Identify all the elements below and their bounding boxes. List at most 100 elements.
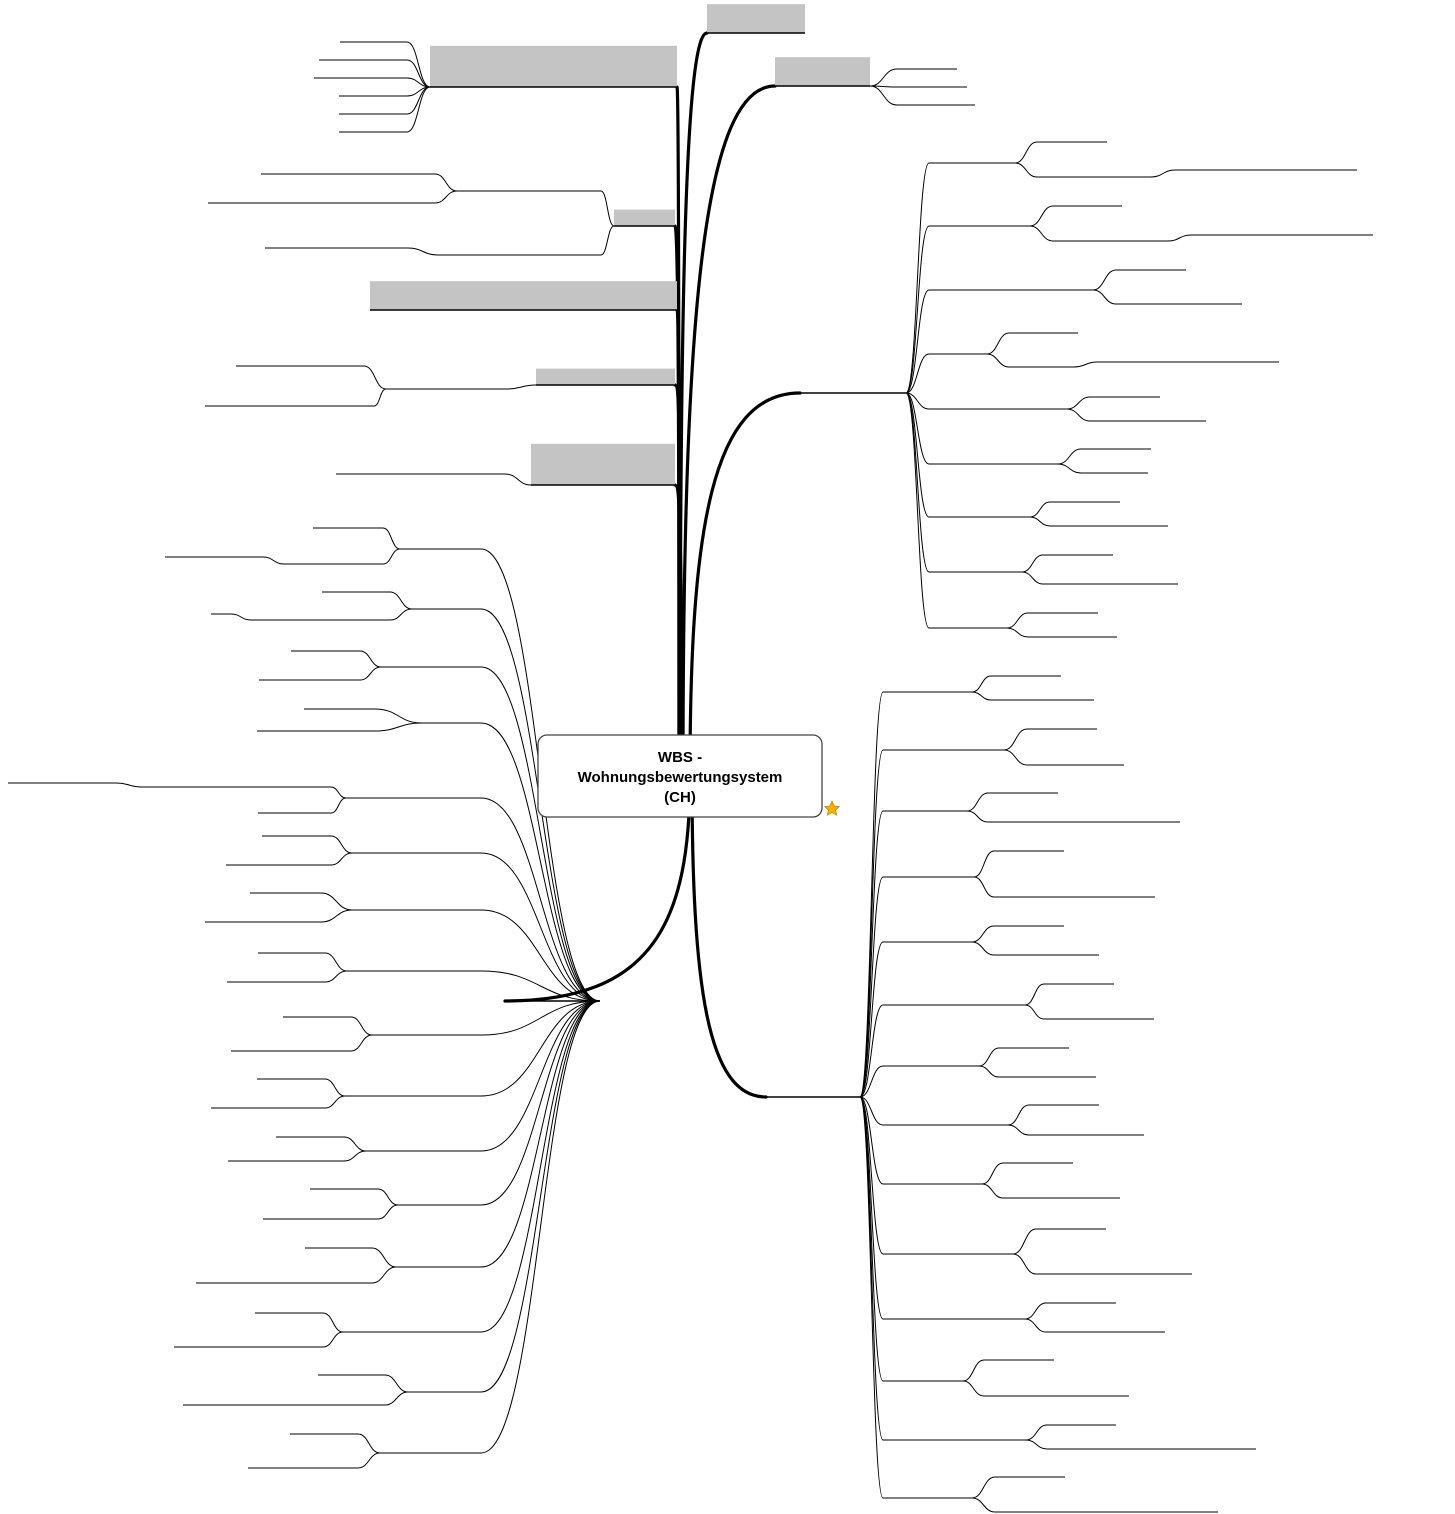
branch-line: [971, 925, 995, 943]
branch-line: [1167, 234, 1192, 242]
branch-line: [859, 876, 884, 1098]
branch-line: [859, 749, 884, 1098]
main-topic-wie-ist-die-gewichtung[interactable]: [531, 443, 675, 486]
branch-line: [1024, 1302, 1047, 1320]
branch-line: [859, 810, 884, 1098]
topic-box: [614, 209, 675, 226]
connector-lines: [115, 31, 1192, 1513]
branch-line: [434, 190, 458, 204]
branch-line: [986, 332, 1010, 355]
branch-line: [1021, 554, 1044, 573]
branch-line: [905, 392, 930, 629]
branch-line: [1024, 983, 1045, 1006]
branch-line: [905, 392, 930, 410]
branch-line: [324, 1078, 346, 1097]
branch-line: [859, 1096, 884, 1320]
branch-line: [1014, 141, 1038, 164]
main-branch-line: [690, 774, 768, 1099]
branch-line: [330, 835, 353, 854]
branch-line: [971, 1497, 996, 1513]
mind-map-nodes: [8, 4, 1373, 1513]
branch-line: [384, 1391, 409, 1406]
branch-line: [324, 1095, 346, 1109]
branch-line: [1092, 289, 1117, 305]
branch-line: [1006, 627, 1029, 638]
branch-line: [600, 190, 615, 227]
branch-line: [1029, 225, 1054, 242]
main-topic-probleme[interactable]: [614, 209, 675, 227]
branch-line: [869, 85, 898, 106]
branch-line: [966, 810, 989, 823]
branch-line: [971, 1476, 996, 1499]
branch-line: [406, 86, 431, 133]
branch-line: [377, 1204, 399, 1220]
branch-line: [981, 1162, 1004, 1185]
branch-line: [389, 591, 413, 610]
branch-line: [384, 1374, 409, 1393]
branch-line: [1024, 1318, 1047, 1333]
branch-line: [905, 353, 930, 394]
branch-line: [377, 1188, 399, 1206]
branch-line: [407, 247, 439, 256]
central-topic[interactable]: WBS - Wohnungsbewertungsystem (CH): [537, 734, 823, 818]
central-topic-line-1: WBS -: [658, 749, 702, 766]
topic-box: [775, 57, 870, 86]
branch-line: [1066, 396, 1091, 410]
branch-line: [1150, 169, 1176, 178]
branch-line: [359, 666, 382, 681]
branch-line: [859, 1065, 884, 1098]
branch-line: [406, 41, 431, 88]
branch-line: [406, 59, 431, 88]
branch-line: [480, 1000, 601, 1333]
branch-line: [905, 392, 930, 573]
branch-line: [971, 675, 992, 693]
branch-line: [1057, 463, 1082, 474]
branch-line: [480, 797, 601, 1002]
main-topic-erweiterung-um-konstruktionskennwerte-un[interactable]: [370, 281, 677, 311]
branch-line: [600, 225, 615, 256]
main-topic-gegenueberstellung-von[interactable]: [536, 368, 675, 386]
branch-line: [1014, 162, 1038, 178]
branch-line: [1012, 1253, 1037, 1275]
branch-line: [480, 1000, 601, 1393]
branch-line: [480, 909, 601, 1002]
branch-line: [357, 1433, 381, 1454]
branch-line: [905, 162, 930, 394]
branch-line: [480, 852, 601, 1002]
branch-line: [480, 1000, 601, 1036]
branch-line: [324, 952, 348, 972]
branch-line: [966, 792, 989, 812]
branch-line: [230, 613, 252, 621]
branch-line: [859, 1096, 884, 1255]
branch-line: [373, 388, 387, 407]
branch-line: [357, 1452, 381, 1469]
main-topic-vergleichbarkeit[interactable]: [775, 57, 870, 87]
branch-line: [480, 970, 601, 1002]
branch-line: [330, 786, 347, 799]
central-topic-line-2: Wohnungsbewertungsystem: [578, 769, 783, 786]
branch-line: [371, 1266, 397, 1284]
main-topic-1-3-punkte-pro[interactable]: [707, 4, 805, 34]
branch-line: [859, 691, 884, 1098]
branch-line: [506, 384, 537, 390]
branch-line: [363, 365, 387, 390]
branch-line: [1029, 516, 1051, 527]
branch-line: [1066, 408, 1091, 422]
topic-box: [707, 4, 805, 33]
branch-line: [905, 289, 930, 394]
branch-line: [859, 941, 884, 1098]
branch-line: [343, 1136, 367, 1152]
branch-line: [1007, 1104, 1030, 1126]
branch-line: [1073, 361, 1098, 368]
branch-line: [1021, 571, 1044, 585]
branch-line: [350, 1034, 373, 1052]
main-topic-grundlage-der-beurteilung-ist-der-phh[interactable]: [430, 45, 677, 88]
star-icon: [823, 800, 841, 816]
branch-line: [434, 173, 458, 192]
branch-line: [1003, 728, 1028, 751]
branch-line: [981, 1183, 1004, 1199]
branch-line: [480, 1000, 601, 1454]
branch-line: [480, 1000, 601, 1268]
branch-line: [1029, 205, 1054, 227]
